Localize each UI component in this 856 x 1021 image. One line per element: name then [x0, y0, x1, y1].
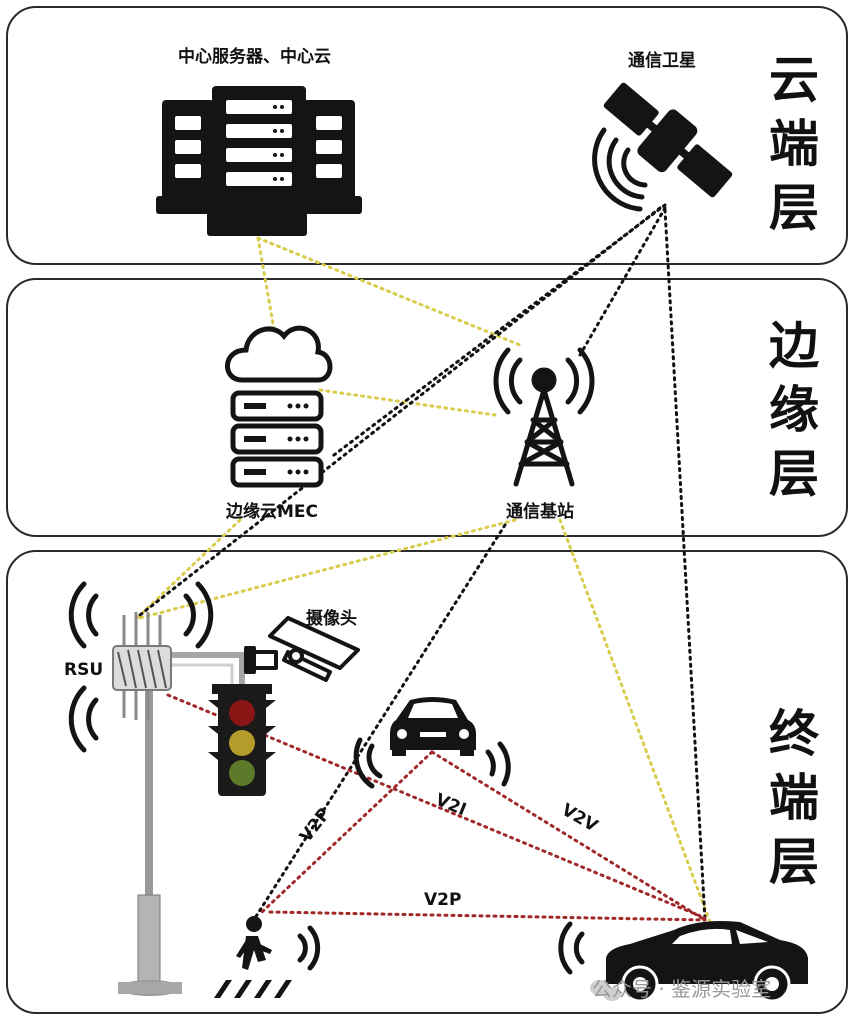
edge-layer-panel: [6, 278, 848, 537]
rsu-signal-icon: [68, 581, 214, 753]
cloud-layer-title: 云端层: [769, 51, 819, 237]
pedestrian-icon: [214, 916, 292, 998]
car-side-icon: [606, 921, 808, 1003]
satellite-icon: [603, 82, 733, 198]
edge-mec-label: 边缘云MEC: [226, 502, 319, 522]
satellite-signal-icon: [592, 127, 648, 212]
edge-server-details: [244, 403, 309, 475]
link-sat-rsu: [138, 206, 662, 617]
base-station-icon: [493, 347, 595, 487]
cloud-layer-panel: [6, 6, 848, 265]
base-station-label: 通信基站: [506, 502, 574, 522]
camera-label: 摄像头: [306, 609, 357, 629]
camera-icon: [244, 616, 360, 682]
link-mec-rsu: [133, 518, 242, 622]
edge-layer-title: 边缘层: [769, 317, 819, 503]
pedestrian-signal-icon: [297, 925, 321, 971]
link-server-basestation: [256, 236, 522, 347]
link-basestation-rsu: [138, 518, 517, 620]
terminal-layer-title: 终端层: [769, 705, 819, 891]
link-pedestrian-car2: [268, 910, 707, 922]
car-side-signal-icon: [558, 921, 585, 975]
link-sat-car2: [663, 208, 707, 922]
link-sat-basestation: [578, 206, 667, 357]
traffic-light-icon: [208, 684, 276, 796]
edge-cloud-icon: [225, 325, 333, 383]
car-front-signal-icon: [353, 737, 511, 789]
link-car1-car2: [430, 750, 707, 922]
rsu-box-icon: [112, 612, 172, 720]
central-server-label: 中心服务器、中心云: [178, 47, 331, 67]
link-basestation-car2: [558, 518, 712, 924]
satellite-label: 通信卫星: [628, 51, 696, 71]
link-car1-pedestrian: [260, 750, 434, 914]
server-cluster-icon: [156, 86, 362, 236]
v2p-bottom-label: V2P: [424, 890, 462, 910]
link-basestation-pedestrian: [253, 523, 507, 920]
black-links: [138, 203, 707, 922]
link-server-mec: [256, 236, 277, 337]
link-mec-basestation: [318, 388, 497, 417]
watermark-logo-icon: [590, 980, 621, 1001]
watermark-text: 公众号 · 鉴源实验室: [592, 977, 772, 1001]
rsu-label: RSU: [64, 660, 104, 680]
yellow-links: [133, 236, 712, 924]
car-front-icon: [390, 697, 476, 756]
edge-server-icon: [230, 390, 324, 488]
